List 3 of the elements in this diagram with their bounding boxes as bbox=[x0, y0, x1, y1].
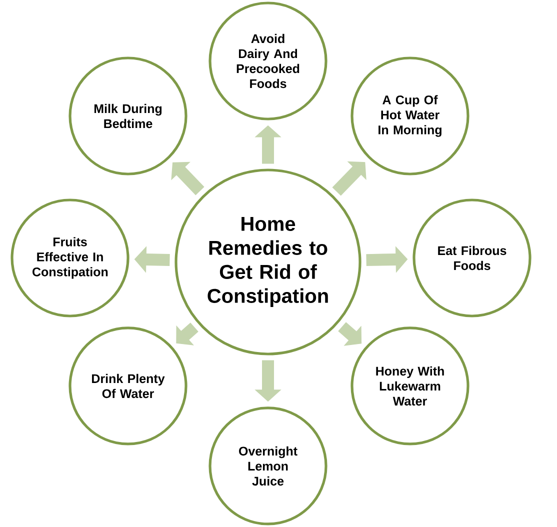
block-arrow bbox=[332, 161, 366, 196]
block-arrow bbox=[171, 162, 204, 196]
block-arrow bbox=[176, 322, 198, 346]
